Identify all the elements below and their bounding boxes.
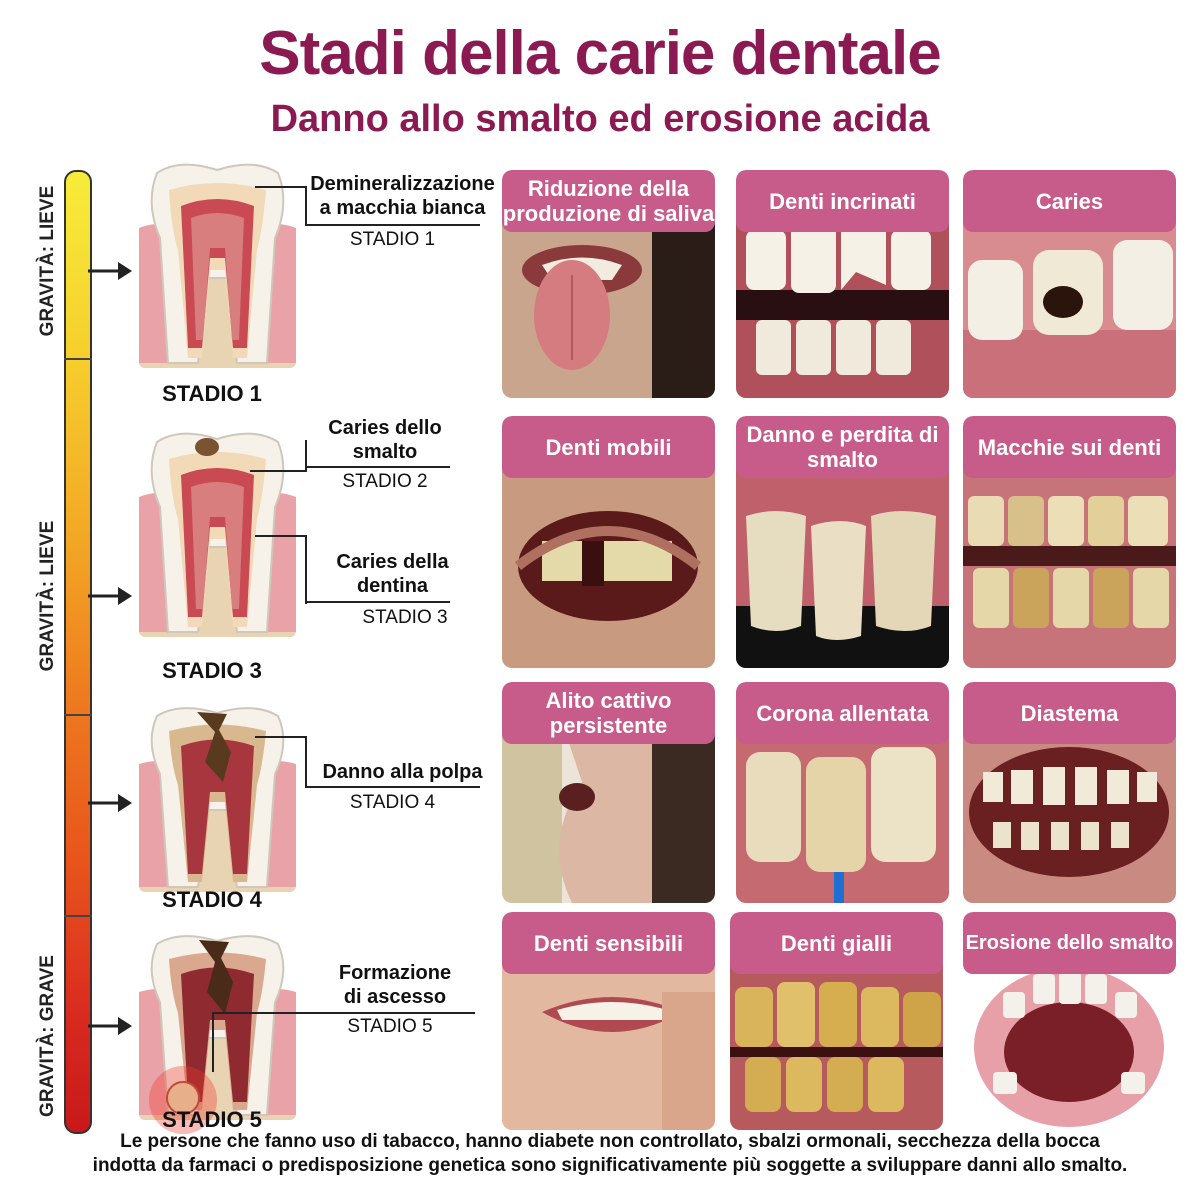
stage-caption: STADIO 4 bbox=[162, 887, 262, 912]
stage-number: STADIO 4 bbox=[349, 792, 436, 813]
card-title: Riduzione della produzione di saliva bbox=[502, 170, 715, 232]
card-title: Diastema bbox=[963, 682, 1176, 744]
cracked-teeth-photo bbox=[736, 210, 949, 398]
card-loose-teeth: Denti mobili bbox=[502, 416, 715, 668]
tooth-stains-photo bbox=[963, 456, 1176, 668]
stage-caption: STADIO 3 bbox=[162, 658, 262, 683]
page-subtitle: Danno allo smalto ed erosione acida bbox=[270, 98, 930, 140]
severity-label-severe: GRAVITÀ: GRAVE bbox=[37, 955, 58, 1117]
severity-tick bbox=[64, 714, 92, 716]
card-title: Denti gialli bbox=[730, 912, 943, 974]
tooth-stage-4-illustration bbox=[139, 707, 296, 892]
sensitive-teeth-photo bbox=[502, 952, 715, 1130]
card-title: Alito cattivo persistente bbox=[502, 682, 715, 744]
card-cracked-teeth: Denti incrinati bbox=[736, 170, 949, 398]
leader-line bbox=[250, 440, 307, 472]
stage-caption: STADIO 5 bbox=[162, 1107, 262, 1132]
mouth-tongue-photo bbox=[502, 210, 715, 398]
page-title: Stadi della carie dentale bbox=[259, 19, 941, 88]
tooth-stage-5-illustration bbox=[139, 935, 296, 1134]
stage-caption: STADIO 1 bbox=[162, 381, 262, 406]
severity-label-mild-1: GRAVITÀ: LIEVE bbox=[37, 185, 58, 337]
arrow-right-icon bbox=[88, 794, 132, 812]
card-enamel-loss: Danno e perdita di smalto bbox=[736, 416, 949, 668]
card-enamel-erosion: Erosione dello smalto bbox=[963, 912, 1176, 1130]
card-title: Denti mobili bbox=[502, 416, 715, 478]
loose-crown-photo bbox=[736, 722, 949, 903]
footnote: Le persone che fanno uso di tabacco, han… bbox=[92, 1131, 1128, 1176]
severity-tick bbox=[64, 358, 92, 360]
label-underline bbox=[305, 224, 480, 226]
card-title: Corona allentata bbox=[736, 682, 949, 744]
card-title: Caries bbox=[963, 170, 1176, 232]
card-sensitive-teeth: Denti sensibili bbox=[502, 912, 715, 1130]
severity-tick bbox=[64, 915, 92, 917]
label-underline bbox=[305, 1012, 475, 1014]
arrow-right-icon bbox=[88, 1017, 132, 1035]
caries-photo bbox=[963, 210, 1176, 398]
bad-breath-photo bbox=[502, 722, 715, 903]
arrow-right-icon bbox=[88, 262, 132, 280]
diastema-photo bbox=[963, 722, 1176, 903]
card-title: Macchie sui denti bbox=[963, 416, 1176, 478]
card-reduced-saliva: Riduzione della produzione di saliva bbox=[502, 170, 715, 398]
severity-gradient-bar bbox=[64, 170, 92, 1134]
stage-number: STADIO 5 bbox=[347, 1016, 433, 1037]
leader-line bbox=[255, 535, 307, 604]
stage-number: STADIO 1 bbox=[349, 229, 436, 250]
card-tooth-stains: Macchie sui denti bbox=[963, 416, 1176, 668]
leader-line bbox=[255, 186, 307, 226]
card-title: Erosione dello smalto bbox=[963, 912, 1176, 974]
card-caries: Caries bbox=[963, 170, 1176, 398]
yellow-teeth-photo bbox=[730, 952, 943, 1130]
label-underline bbox=[305, 466, 450, 468]
enamel-erosion-model bbox=[963, 952, 1176, 1130]
severity-label-mild-2: GRAVITÀ: LIEVE bbox=[37, 520, 58, 672]
loose-teeth-photo bbox=[502, 456, 715, 668]
card-diastema: Diastema bbox=[963, 682, 1176, 903]
card-loose-crown: Corona allentata bbox=[736, 682, 949, 903]
card-title: Denti sensibili bbox=[502, 912, 715, 974]
stage-number: STADIO 3 bbox=[362, 607, 448, 628]
card-bad-breath: Alito cattivo persistente bbox=[502, 682, 715, 903]
arrow-right-icon bbox=[88, 587, 132, 605]
label-pulp-damage: Danno alla polpa bbox=[322, 761, 483, 783]
card-title: Danno e perdita di smalto bbox=[736, 416, 949, 478]
leader-line bbox=[255, 736, 307, 788]
label-underline bbox=[305, 601, 450, 603]
card-yellow-teeth: Denti gialli bbox=[730, 912, 943, 1130]
stage-number: STADIO 2 bbox=[342, 471, 428, 492]
leader-line bbox=[212, 1012, 305, 1016]
tooth-stage-1-illustration bbox=[139, 163, 296, 368]
label-underline bbox=[305, 786, 480, 788]
enamel-loss-photo bbox=[736, 456, 949, 668]
leader-line bbox=[212, 1012, 307, 1072]
card-title: Denti incrinati bbox=[736, 170, 949, 232]
tooth-stage-3-illustration bbox=[139, 432, 296, 637]
